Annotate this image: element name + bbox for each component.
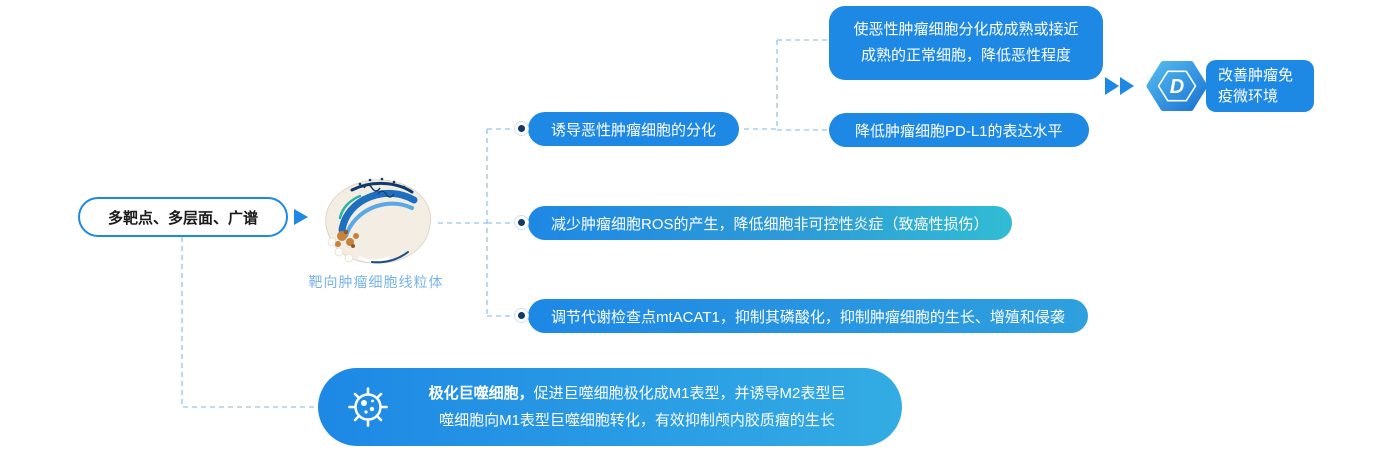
outcome-label: 改善肿瘤免疫微环境 bbox=[1218, 67, 1294, 105]
subbranch-maturation: 使恶性肿瘤细胞分化成成熟或接近 成熟的正常细胞，降低恶性程度 bbox=[829, 6, 1103, 80]
macrophage-line1-bold: 极化巨噬细胞， bbox=[428, 385, 534, 402]
branch-mtacat1: 调节代谢检查点mtACAT1，抑制其磷酸化，抑制肿瘤细胞的生长、增殖和侵袭 bbox=[528, 299, 1088, 333]
connector-root-to-macrophage bbox=[181, 237, 317, 408]
outcome-node: 改善肿瘤免疫微环境 bbox=[1206, 60, 1314, 112]
macrophage-line2: 噬细胞向M1表型巨噬细胞转化，有效抑制颅内胶质瘤的生长 bbox=[439, 412, 835, 429]
branch-differentiation: 诱导恶性肿瘤细胞的分化 bbox=[528, 112, 740, 146]
hexagon-badge-icon: D bbox=[1146, 61, 1208, 111]
branch-differentiation-label: 诱导恶性肿瘤细胞的分化 bbox=[551, 121, 717, 139]
subbranch-pdl1-label: 降低肿瘤细胞PD-L1的表达水平 bbox=[855, 122, 1063, 140]
double-arrow-icon bbox=[1105, 77, 1134, 95]
macrophage-line1-rest: 促进巨噬细胞极化成M1表型，并诱导M2表型巨 bbox=[533, 385, 846, 402]
branch-ros-label: 减少肿瘤细胞ROS的产生，降低细胞非可控性炎症（致癌性损伤） bbox=[551, 215, 989, 233]
teal-arc bbox=[338, 194, 362, 220]
connector-dot bbox=[514, 121, 529, 136]
macrophage-node: 极化巨噬细胞，促进巨噬细胞极化成M1表型，并诱导M2表型巨 噬细胞向M1表型巨噬… bbox=[318, 368, 902, 446]
hexagon-letter: D bbox=[1170, 76, 1184, 98]
branch-mtacat1-label: 调节代谢检查点mtACAT1，抑制其磷酸化，抑制肿瘤细胞的生长、增殖和侵袭 bbox=[551, 308, 1065, 326]
blue-swirl bbox=[338, 189, 418, 234]
illustration-caption: 靶向肿瘤细胞线粒体 bbox=[308, 274, 444, 290]
subbranch-maturation-line1: 使恶性肿瘤细胞分化成成熟或接近 bbox=[853, 21, 1079, 38]
connector-dot bbox=[514, 308, 529, 323]
connector-dot bbox=[514, 215, 529, 230]
mitochondria-illustration bbox=[325, 177, 431, 264]
macrophage-text: 极化巨噬细胞，促进巨噬细胞极化成M1表型，并诱导M2表型巨 噬细胞向M1表型巨噬… bbox=[406, 380, 902, 434]
subbranch-pdl1: 降低肿瘤细胞PD-L1的表达水平 bbox=[829, 113, 1089, 147]
macrophage-icon bbox=[348, 387, 388, 427]
root-node-label: 多靶点、多层面、广谱 bbox=[107, 209, 258, 227]
branch-ros: 减少肿瘤细胞ROS的产生，降低细胞非可控性炎症（致癌性损伤） bbox=[528, 206, 1012, 240]
subbranch-maturation-line2: 成熟的正常细胞，降低恶性程度 bbox=[860, 47, 1071, 64]
arrow-right-icon bbox=[294, 209, 308, 225]
root-node: 多靶点、多层面、广谱 bbox=[78, 197, 288, 237]
